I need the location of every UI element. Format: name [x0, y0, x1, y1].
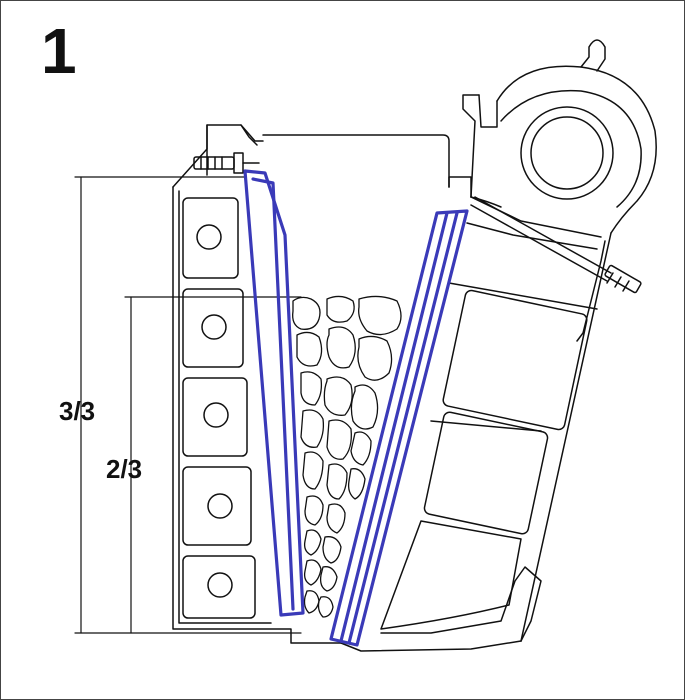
fixed-jaw-plate	[243, 169, 305, 617]
moving-jaw-pitman	[340, 39, 657, 652]
jaw-plates-highlight	[243, 169, 469, 647]
fixed-jaw-frame	[172, 124, 450, 644]
eccentric-shaft-inner	[530, 116, 604, 190]
tension-bolt-left	[193, 152, 260, 174]
dimension-lines	[74, 176, 302, 634]
feed-stones	[292, 295, 402, 618]
tension-bolt-right	[470, 196, 642, 294]
fixed-frame-compartments	[182, 197, 256, 619]
dimension-two-thirds-label: 2/3	[106, 454, 143, 484]
step-number: 1	[41, 15, 77, 87]
eccentric-shaft-outer	[520, 106, 614, 200]
dimension-full-label: 3/3	[59, 396, 96, 426]
